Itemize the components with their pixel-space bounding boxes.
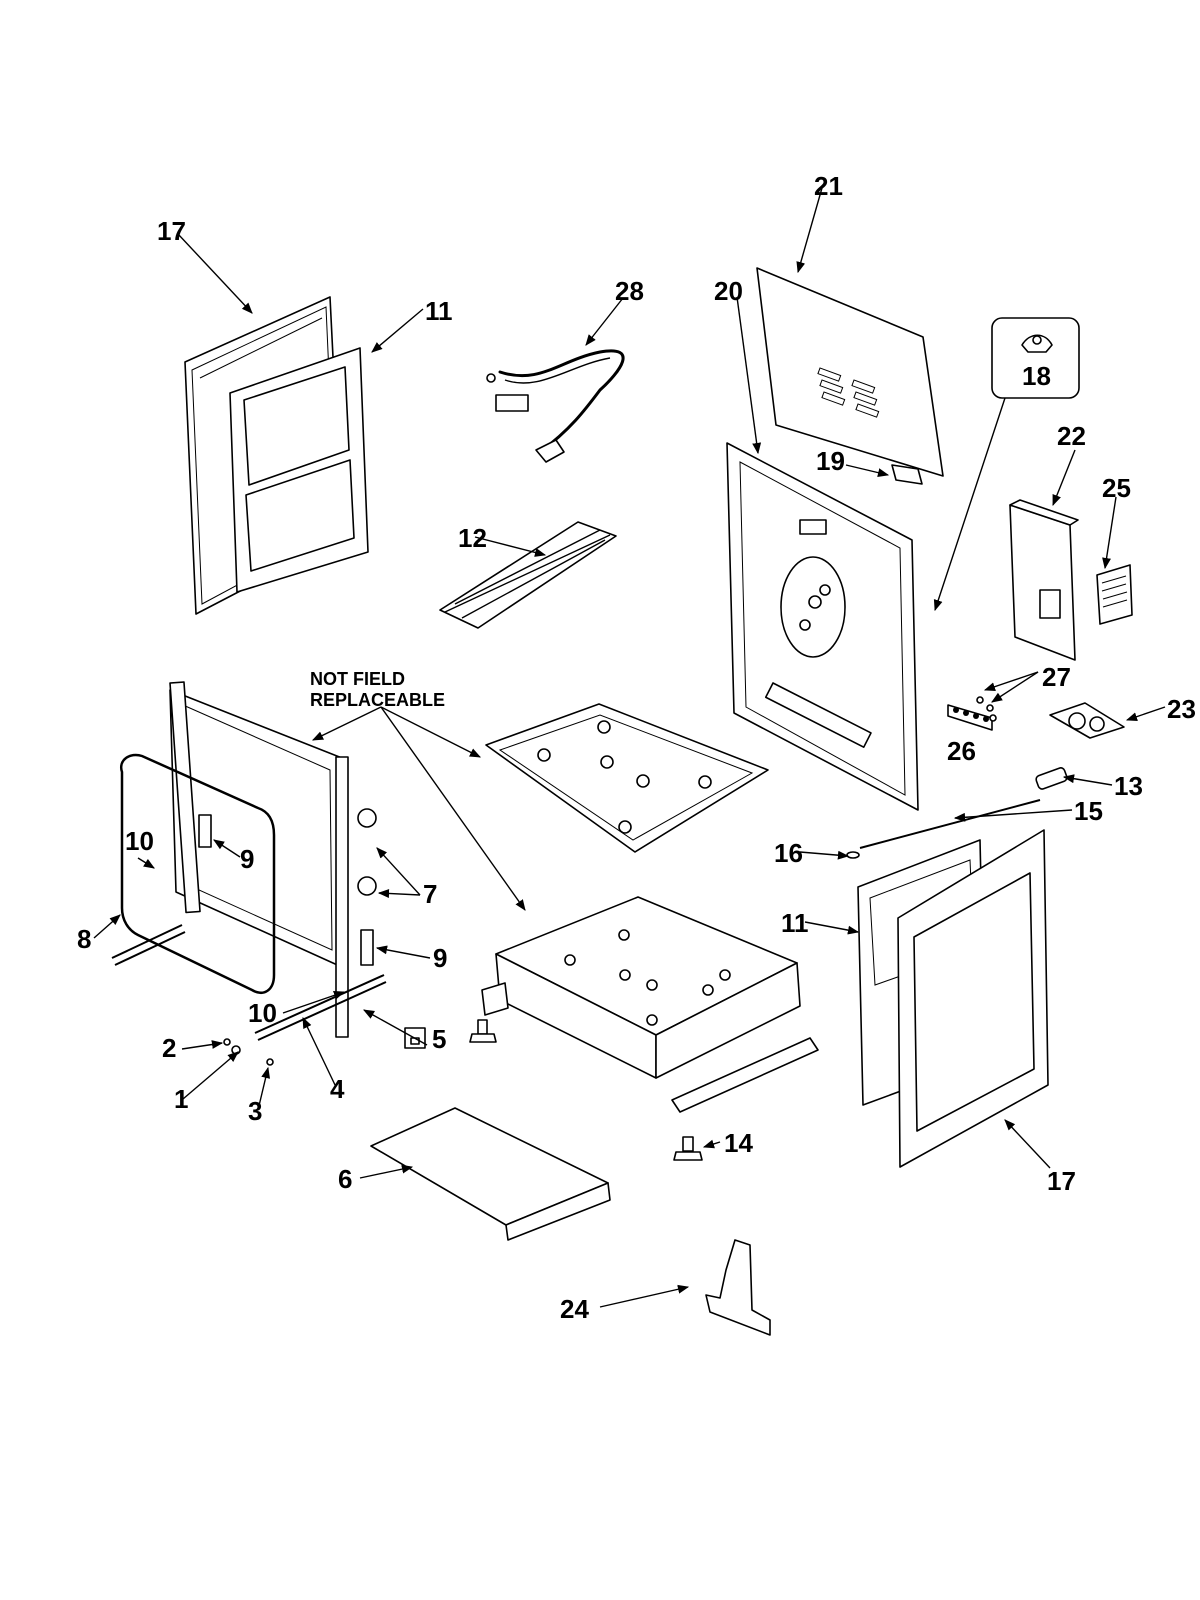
sensor-rod [859, 799, 1041, 849]
callout-23: 23 [1167, 694, 1196, 724]
rear-upper-panel [756, 267, 944, 477]
callout-19: 19 [816, 446, 845, 476]
callout-12: 12 [458, 523, 487, 553]
callout-17-left: 17 [157, 216, 186, 246]
limit-switch-inset [991, 317, 1080, 399]
callout-4: 4 [330, 1074, 345, 1104]
callout-2: 2 [162, 1033, 176, 1063]
callout-13: 13 [1114, 771, 1143, 801]
callout-1: 1 [174, 1084, 188, 1114]
callout-10-upper: 10 [125, 826, 154, 856]
leveling-leg [673, 1136, 703, 1161]
callout-27: 27 [1042, 662, 1071, 692]
callout-25: 24 [560, 1294, 589, 1324]
callout-3: 3 [248, 1096, 262, 1126]
front-frame [169, 681, 349, 1038]
note-line1: NOT FIELD [310, 669, 405, 689]
screw-3 [266, 1058, 274, 1066]
callout-15: 15 [1074, 796, 1103, 826]
screws [976, 696, 997, 722]
bottom-panel [370, 1107, 611, 1241]
terminal-box-cover [1009, 499, 1079, 661]
callout-28: 28 [615, 276, 644, 306]
door-hinge-upper [198, 814, 212, 848]
oven-cavity-top [485, 703, 769, 853]
washer-2 [223, 1038, 231, 1046]
power-cord [486, 349, 625, 463]
door-hinge-lower [360, 929, 374, 966]
leader-lines [93, 187, 1166, 1308]
terminal-block [947, 704, 993, 731]
callout-20: 20 [714, 276, 743, 306]
callout-11-right: 11 [781, 908, 809, 938]
anti-tip-bracket [705, 1239, 771, 1336]
bumper-lower [357, 876, 377, 896]
insulation-pad [891, 464, 923, 485]
callout-18: 18 [1022, 361, 1051, 391]
callout-6: 6 [338, 1164, 352, 1194]
callout-26: 26 [947, 736, 976, 766]
callout-7: 7 [423, 879, 437, 909]
callout-21: 21 [814, 171, 843, 201]
callout-17-right: 17 [1047, 1166, 1076, 1196]
wire-connector [1035, 767, 1068, 790]
oven-cavity-bottom [481, 896, 819, 1113]
callout-9-upper: 9 [240, 844, 254, 874]
callout-16: 16 [774, 838, 803, 868]
door-gasket [119, 753, 276, 994]
vent-grille [1096, 564, 1133, 625]
lower-rail [254, 974, 387, 1041]
callout-10-lower: 10 [248, 998, 277, 1028]
door-inner-panel-left [229, 347, 369, 593]
callout-14: 14 [724, 1128, 753, 1158]
callout-8: 8 [77, 924, 91, 954]
callout-11-left: 11 [425, 296, 453, 326]
callout-9-lower: 9 [433, 943, 447, 973]
callout-5: 5 [432, 1024, 446, 1054]
main-back-panel [726, 442, 919, 811]
pin [846, 851, 860, 859]
callout-24: 25 [1102, 473, 1131, 503]
door-outer-panel-right [897, 829, 1049, 1168]
bumper-upper [357, 808, 377, 828]
lower-rail-left [111, 924, 186, 966]
leveling-leg-cavity [469, 1019, 497, 1043]
callout-22: 22 [1057, 421, 1086, 451]
gasket-plate [1049, 702, 1125, 739]
note-line2: REPLACEABLE [310, 690, 445, 710]
